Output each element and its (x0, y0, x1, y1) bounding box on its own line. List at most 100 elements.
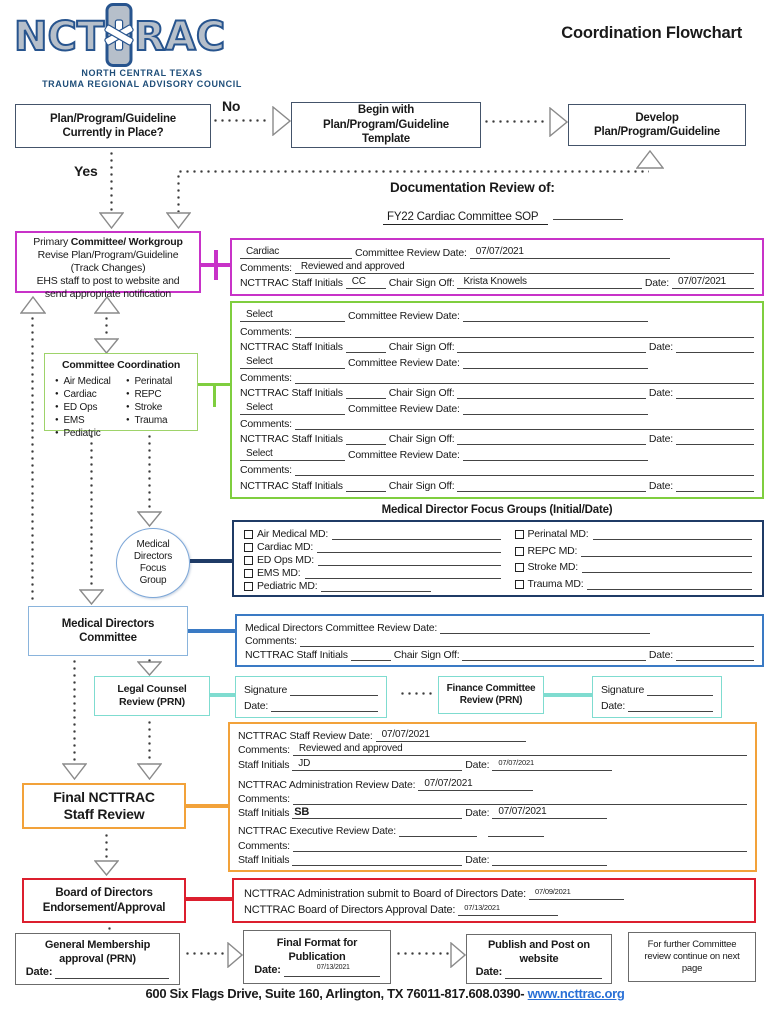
blank-field[interactable] (350, 648, 391, 662)
date-label: Date: (244, 699, 269, 712)
blank-field[interactable] (457, 432, 646, 446)
checkbox-ed-ops-md[interactable] (244, 556, 253, 565)
blank-field[interactable] (345, 386, 386, 400)
staff-initials-label: NCTTRAC Staff Initials (240, 277, 343, 289)
date-field[interactable]: 07/07/2021 (492, 758, 613, 771)
committee-select-field[interactable]: Select (240, 402, 345, 415)
checkbox-repc-md[interactable] (514, 546, 524, 556)
comments-field[interactable]: Reviewed and approved (294, 261, 754, 274)
document-name-field[interactable]: FY22 Cardiac Committee SOP (383, 211, 549, 225)
md-focus-group-circle-label: Medical Directors Focus Group (133, 539, 173, 586)
blank-field[interactable] (294, 325, 754, 338)
checkbox-trauma-md[interactable] (514, 580, 524, 589)
blank-field[interactable] (582, 560, 752, 574)
committee-select-field[interactable]: Select (240, 356, 345, 369)
final-format-date-field[interactable]: 07/13/2021 (283, 964, 380, 978)
blank-field[interactable] (290, 683, 378, 697)
comments-label: Comments: (245, 635, 297, 648)
blank-field[interactable] (317, 553, 501, 566)
footer-website-link[interactable]: www.ncttrac.org (527, 986, 625, 1001)
final-format-box: Final Format for Publication Date: 07/13… (243, 930, 391, 984)
checkbox-pediatric-md[interactable] (244, 582, 253, 591)
blank-field[interactable] (332, 527, 501, 540)
flow-box-develop: Develop Plan/Program/Guideline (568, 104, 746, 146)
blank-field[interactable] (647, 683, 713, 697)
final-format-label: Final Format for Publication (276, 936, 358, 963)
finance-signature-box: Signature Date: (592, 676, 722, 718)
date-field[interactable]: 07/07/2021 (492, 806, 608, 820)
staff-initials-label: NCTTRAC Staff Initials (245, 649, 348, 662)
staff-review-date-field[interactable]: 07/07/2021 (375, 729, 526, 743)
blank-field[interactable] (294, 463, 754, 477)
blank-field[interactable] (457, 386, 646, 400)
committee-select-field[interactable]: Select (240, 448, 345, 461)
blank-field[interactable] (581, 544, 752, 557)
blank-field[interactable] (462, 309, 648, 323)
blank-field[interactable] (440, 621, 651, 634)
blank-field[interactable] (457, 479, 646, 492)
arrow-right-icon (549, 106, 569, 138)
blank-field[interactable] (345, 340, 386, 354)
committee-review-date-label: Committee Review Date: (348, 310, 460, 323)
committee-select-field[interactable]: Select (240, 309, 345, 323)
blank-field[interactable] (462, 448, 648, 461)
staff-initials-field[interactable]: CC (345, 276, 386, 289)
primary-committee-line1-bold: Committee/ Workgroup (70, 235, 183, 248)
date-field[interactable]: 07/07/2021 (672, 276, 754, 289)
arrow-right-icon (450, 941, 467, 969)
blank-field[interactable] (294, 371, 754, 384)
blank-field[interactable] (462, 356, 648, 369)
dotted-connector (148, 433, 151, 510)
blank-field[interactable] (492, 853, 608, 866)
blank-field[interactable] (552, 207, 623, 220)
blank-field[interactable] (292, 792, 747, 805)
review-date-field[interactable]: 07/07/2021 (469, 246, 670, 259)
dotted-connector (110, 150, 113, 212)
blank-field[interactable] (294, 417, 754, 430)
blank-field[interactable] (628, 699, 713, 712)
board-submit-date-field[interactable]: 07/09/2021 (529, 887, 625, 901)
blank-field[interactable] (345, 479, 386, 492)
admin-review-date-field[interactable]: 07/07/2021 (418, 778, 534, 791)
checkbox-cardiac-md[interactable] (244, 543, 253, 552)
blank-field[interactable] (292, 853, 463, 866)
blank-field[interactable] (676, 432, 754, 446)
chair-sign-off-label: Chair Sign Off: (393, 649, 460, 662)
blank-field[interactable] (317, 540, 501, 553)
blank-field[interactable] (505, 966, 603, 980)
blank-field[interactable] (299, 634, 754, 648)
blank-field[interactable] (676, 479, 754, 492)
blank-field[interactable] (592, 527, 752, 541)
blank-field[interactable] (676, 340, 754, 354)
committee-review-select-box: Select Committee Review Date: Comments: … (230, 301, 764, 499)
blank-field[interactable] (271, 699, 378, 712)
committee-item: Pediatric (51, 427, 120, 440)
blank-field[interactable] (55, 966, 170, 980)
staff-initials-label: NCTTRAC Staff Initials (240, 479, 343, 492)
checkbox-air-medical-md[interactable] (244, 530, 253, 539)
blank-field[interactable] (587, 577, 752, 590)
checkbox-ems-md[interactable] (244, 569, 253, 578)
blank-field[interactable] (462, 402, 648, 415)
orange-connector (186, 804, 228, 808)
checkbox-stroke-md[interactable] (514, 563, 524, 573)
blank-field[interactable] (462, 648, 646, 662)
blank-field[interactable] (304, 566, 501, 579)
blank-field[interactable] (487, 824, 544, 838)
blank-field[interactable] (676, 648, 754, 662)
committee-name-field[interactable]: Cardiac (240, 246, 352, 259)
comments-field[interactable]: Reviewed and approved (292, 743, 747, 757)
checkbox-perinatal-md[interactable] (514, 530, 524, 540)
blank-field[interactable] (292, 839, 747, 852)
chair-sign-off-field[interactable]: Krista Knowels (457, 276, 642, 289)
staff-initials-field[interactable]: JD (292, 758, 463, 771)
blank-field[interactable] (345, 432, 386, 446)
board-approval-date-field[interactable]: 07/13/2021 (458, 903, 559, 916)
blank-field[interactable] (676, 386, 754, 400)
admin-initials-field[interactable]: SB (292, 806, 463, 820)
blank-field[interactable] (398, 824, 477, 838)
arrow-up-icon (93, 295, 121, 314)
staff-review-detail-box: NCTTRAC Staff Review Date: 07/07/2021 Co… (228, 722, 757, 872)
blank-field[interactable] (321, 579, 432, 592)
blank-field[interactable] (457, 340, 646, 354)
